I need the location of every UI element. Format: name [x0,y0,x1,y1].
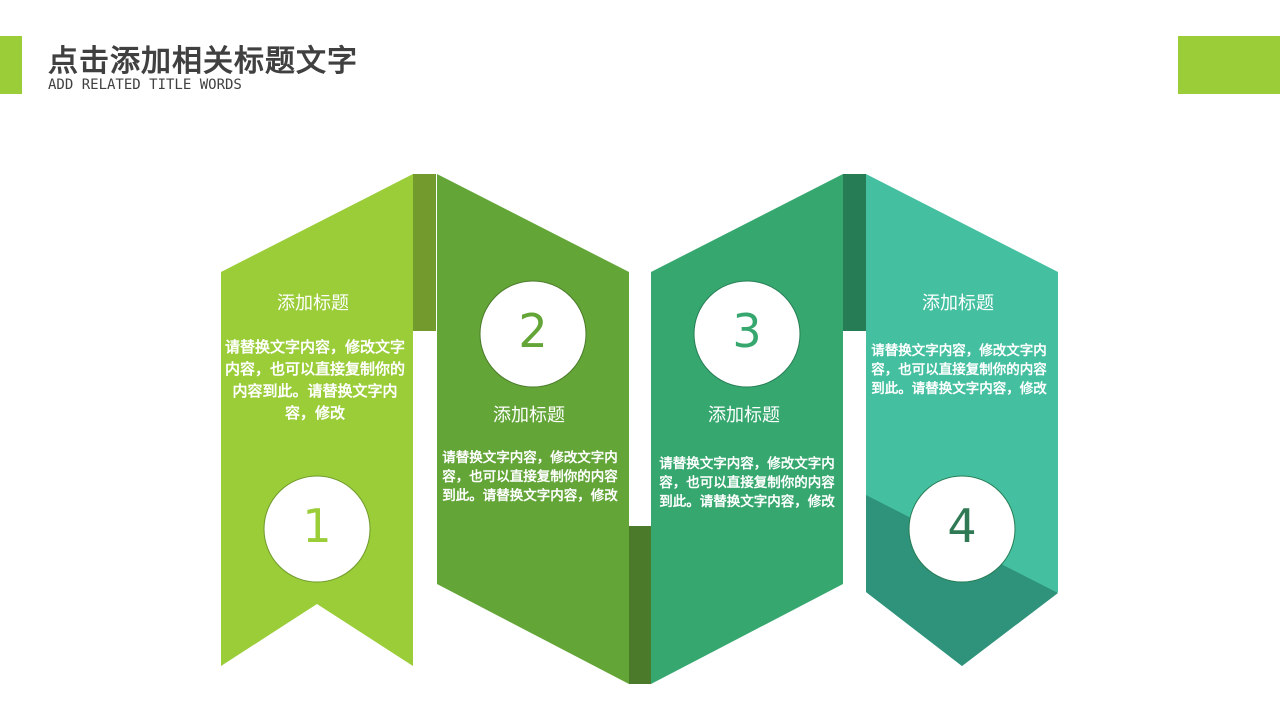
circle-1 [263,475,371,583]
step-number-3: 3 [732,304,762,358]
step-title-4: 添加标题 [922,293,994,314]
step-title-1: 添加标题 [277,293,349,314]
step-body-1: 请替换文字内容，修改文字内容，也可以直接复制你的内容到此。请替换文字内容，修改 [224,338,405,422]
panel-3 [651,174,843,684]
panel-2-fold [629,526,651,684]
circle-2 [479,280,587,388]
step-number-2: 2 [518,304,548,358]
step-body-4: 请替换文字内容，修改文字内容，也可以直接复制你的内容到此。请替换文字内容，修改 [871,343,1047,397]
step-body-3: 请替换文字内容，修改文字内容，也可以直接复制你的内容到此。请替换文字内容，修改 [659,456,835,510]
step-title-3: 添加标题 [708,405,780,426]
left-accent-bar [0,36,22,94]
page-title: 点击添加相关标题文字 [48,44,358,79]
step-body-2: 请替换文字内容，修改文字内容，也可以直接复制你的内容到此。请替换文字内容，修改 [442,450,618,504]
page-subtitle: ADD RELATED TITLE WORDS [48,77,242,93]
panel-1-fold [413,174,436,331]
panel-3-fold [843,174,866,331]
right-accent-bar [1178,36,1280,94]
circle-3 [693,280,801,388]
circle-4 [908,475,1016,583]
panel-2 [437,174,629,684]
step-number-4: 4 [947,499,977,553]
step-number-1: 1 [302,499,332,553]
step-title-2: 添加标题 [493,405,565,426]
